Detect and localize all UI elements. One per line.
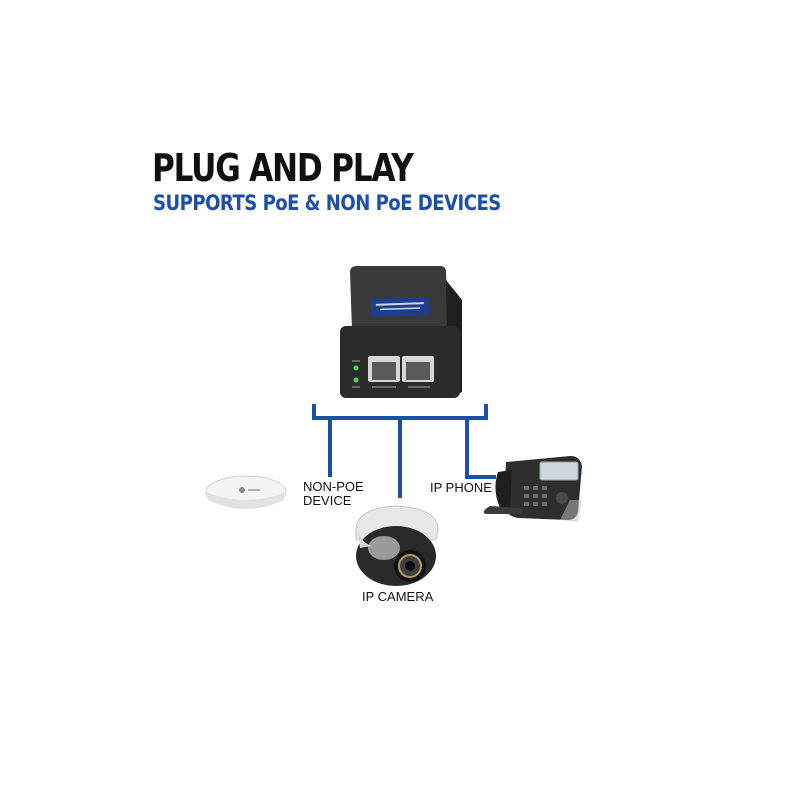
page-title: PLUG AND PLAY [152,146,414,190]
access-point-icon [205,475,287,509]
non-poe-label-line2: DEVICE [303,493,352,508]
poe-injector-icon [340,266,462,398]
connection-lines [312,404,496,498]
non-poe-label-line1: NON-POE [303,479,364,494]
ip-camera-label: IP CAMERA [362,589,434,604]
non-poe-device-label: NON-POE DEVICE [303,480,364,508]
ip-phone-label: IP PHONE [430,480,492,495]
ip-phone-icon [483,456,582,522]
ip-camera-icon [355,505,439,586]
page-subtitle: SUPPORTS PoE & NON PoE DEVICES [153,191,501,215]
